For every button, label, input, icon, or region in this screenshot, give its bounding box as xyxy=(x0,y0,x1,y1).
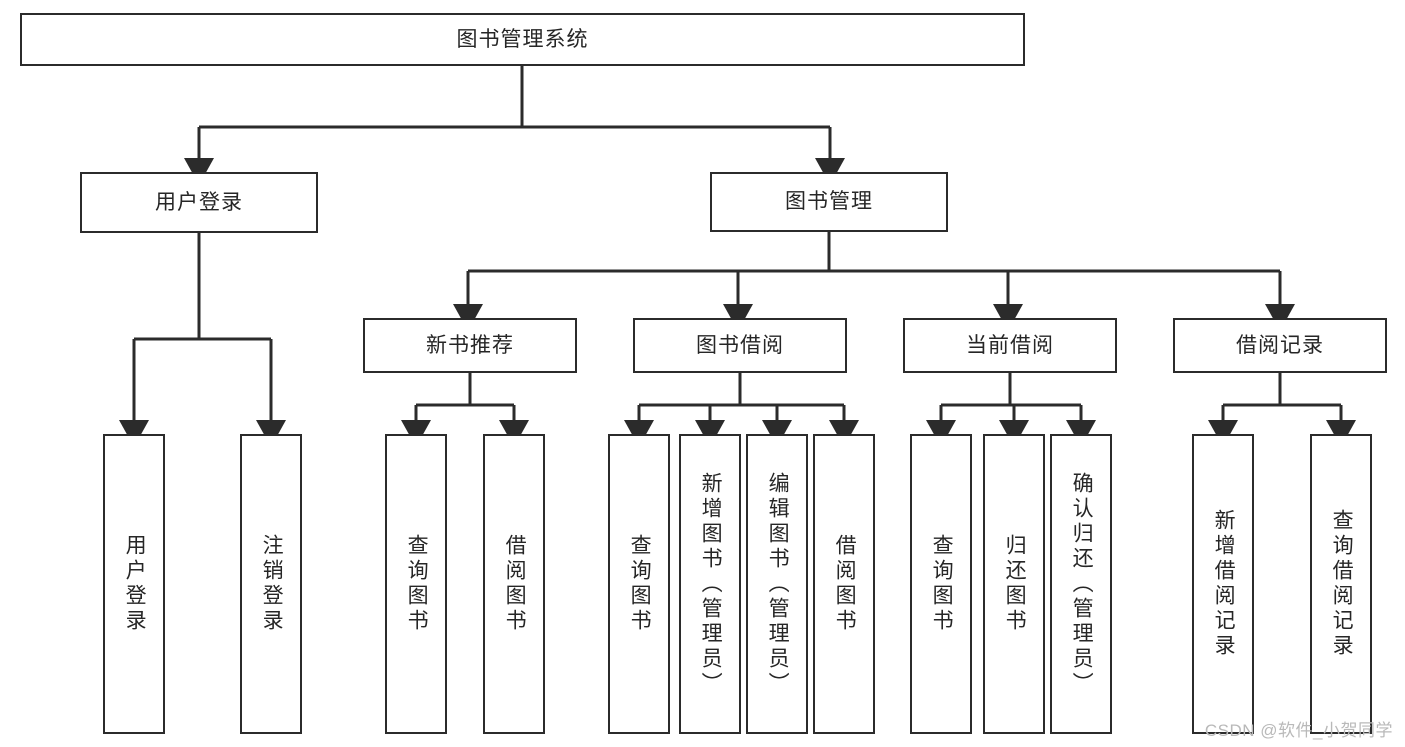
node-book-manage[interactable]: 图书管理 xyxy=(710,172,948,232)
node-leaf-borrow-book-recommend[interactable]: 借阅图书 xyxy=(483,434,545,734)
node-leaf-query-book-recommend[interactable]: 查询图书 xyxy=(385,434,447,734)
node-label: 借阅图书 xyxy=(833,534,857,634)
node-leaf-edit-book[interactable]: 编辑图书（管理员） xyxy=(746,434,808,734)
node-leaf-borrow-book[interactable]: 借阅图书 xyxy=(813,434,875,734)
node-leaf-add-borrow-record[interactable]: 新增借阅记录 xyxy=(1192,434,1254,734)
node-label: 查询借阅记录 xyxy=(1330,509,1354,659)
node-label: 借阅图书 xyxy=(503,534,527,634)
node-label: 编辑图书（管理员） xyxy=(766,471,790,697)
node-label: 用户登录 xyxy=(123,534,147,634)
node-label: 新增图书（管理员） xyxy=(699,471,723,697)
node-leaf-query-book-current[interactable]: 查询图书 xyxy=(910,434,972,734)
node-leaf-user-login[interactable]: 用户登录 xyxy=(103,434,165,734)
node-leaf-query-book-borrow[interactable]: 查询图书 xyxy=(608,434,670,734)
node-label: 图书管理系统 xyxy=(456,27,589,51)
node-root-system[interactable]: 图书管理系统 xyxy=(20,13,1025,66)
node-current-borrow[interactable]: 当前借阅 xyxy=(903,318,1117,373)
node-label: 查询图书 xyxy=(628,534,652,634)
node-label: 新书推荐 xyxy=(426,333,514,357)
node-label: 确认归还（管理员） xyxy=(1070,471,1094,697)
node-label: 图书借阅 xyxy=(696,333,784,357)
node-leaf-return-book[interactable]: 归还图书 xyxy=(983,434,1045,734)
node-label: 图书管理 xyxy=(785,190,873,214)
node-new-book-recommend[interactable]: 新书推荐 xyxy=(363,318,577,373)
node-leaf-user-logout[interactable]: 注销登录 xyxy=(240,434,302,734)
node-label: 归还图书 xyxy=(1003,534,1027,634)
node-label: 借阅记录 xyxy=(1236,333,1324,357)
csdn-watermark: CSDN @软件_小贺同学 xyxy=(1204,721,1393,740)
node-leaf-add-book[interactable]: 新增图书（管理员） xyxy=(679,434,741,734)
node-leaf-confirm-return[interactable]: 确认归还（管理员） xyxy=(1050,434,1112,734)
node-label: 当前借阅 xyxy=(966,333,1054,357)
node-book-borrow[interactable]: 图书借阅 xyxy=(633,318,847,373)
node-label: 查询图书 xyxy=(405,534,429,634)
node-label: 查询图书 xyxy=(930,534,954,634)
node-borrow-record[interactable]: 借阅记录 xyxy=(1173,318,1387,373)
node-label: 用户登录 xyxy=(155,190,243,214)
node-label: 注销登录 xyxy=(260,534,284,634)
node-leaf-query-borrow-record[interactable]: 查询借阅记录 xyxy=(1310,434,1372,734)
node-user-login[interactable]: 用户登录 xyxy=(80,172,318,233)
node-label: 新增借阅记录 xyxy=(1212,509,1236,659)
